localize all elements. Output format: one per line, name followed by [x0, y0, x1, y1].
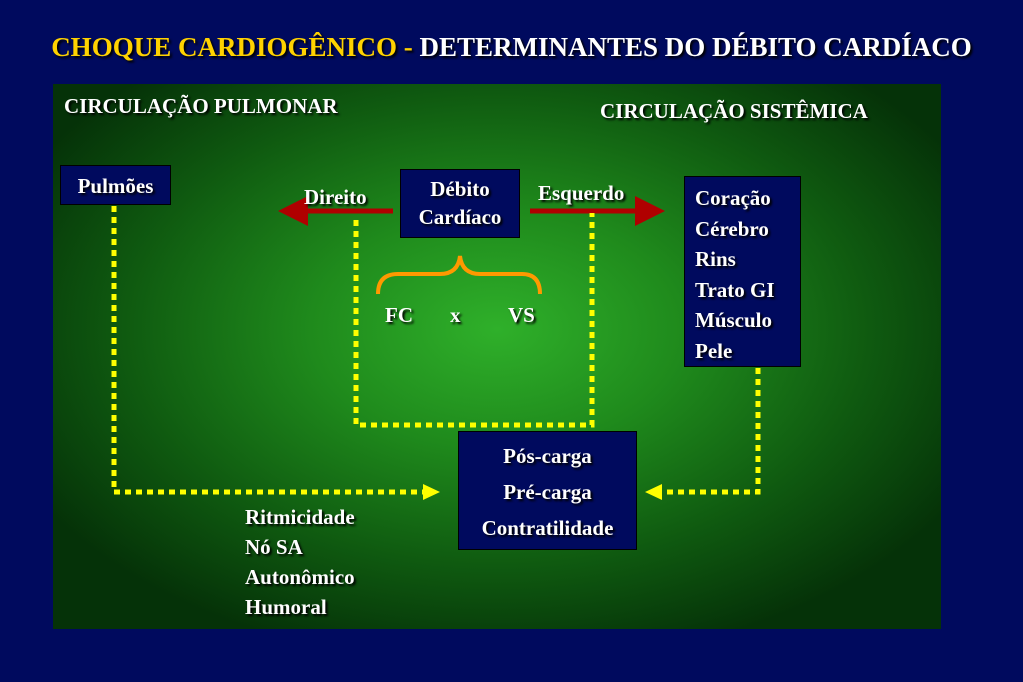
organ-item: Rins [695, 247, 736, 271]
organ-item: Pele [695, 338, 733, 363]
organ-item: Cérebro [695, 216, 769, 241]
arrowhead-to-determinants-right [645, 484, 662, 500]
cardiac-output-line-1: Débito [430, 177, 490, 201]
slide-title: CHOQUE CARDIOGÊNICO - DETERMINANTES DO D… [0, 32, 1023, 63]
label-pulmonary-circulation: CIRCULAÇÃO PULMONAR [64, 94, 338, 118]
lungs-label: Pulmões [77, 174, 154, 198]
dotted-path-hr-sv [353, 213, 595, 428]
regulation-list: Ritmicidade Nó SA Autonômico Humoral [245, 502, 355, 622]
arrowhead-to-determinants-left [423, 484, 440, 500]
regulation-item: Ritmicidade [245, 505, 355, 529]
regulation-item: Autonômico [245, 565, 355, 589]
determinant-item: Pré-carga [503, 480, 592, 504]
dotted-path-organs [660, 368, 761, 495]
label-times: x [450, 303, 461, 327]
label-systemic-circulation: CIRCULAÇÃO SISTÊMICA [600, 99, 868, 123]
title-part-2: DETERMINANTES DO DÉBITO CARDÍACO [419, 32, 972, 62]
label-fc: FC [385, 303, 413, 327]
determinants-box: Pós-carga Pré-carga Contratilidade [458, 431, 637, 550]
organ-item: Músculo [695, 308, 773, 332]
regulation-item: Humoral [245, 595, 327, 619]
cardiac-output-box: Débito Cardíaco [400, 169, 520, 238]
regulation-item: Nó SA [245, 535, 303, 559]
brace-hr-sv [376, 255, 542, 295]
label-right: Direito [304, 185, 367, 209]
determinant-item: Contratilidade [481, 516, 614, 540]
dotted-path-lungs [111, 206, 425, 495]
lungs-box: Pulmões [60, 165, 171, 205]
organs-box: Coração Cérebro Rins Trato GI Músculo Pe… [684, 176, 801, 367]
organ-item: Trato GI [695, 277, 775, 302]
label-vs: VS [508, 303, 535, 327]
organ-item: Coração [695, 186, 771, 210]
determinant-item: Pós-carga [503, 444, 592, 468]
cardiac-output-line-2: Cardíaco [418, 205, 502, 229]
label-left: Esquerdo [538, 181, 625, 205]
title-part-1: CHOQUE CARDIOGÊNICO - [51, 32, 413, 62]
